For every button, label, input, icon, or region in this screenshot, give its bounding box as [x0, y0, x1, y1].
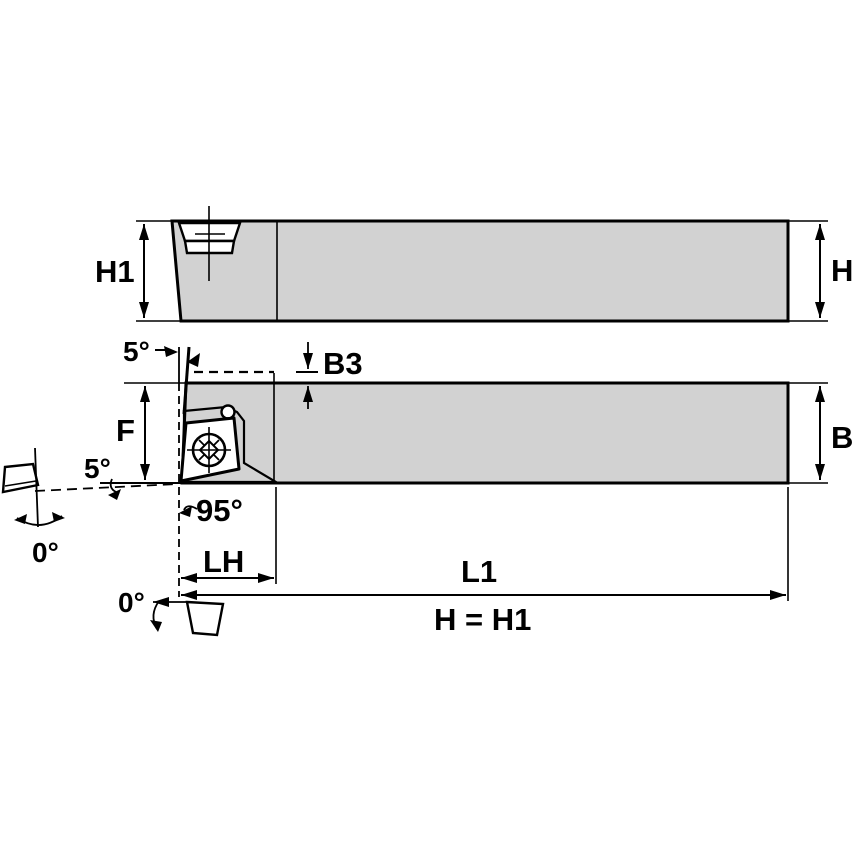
shank-side-view [170, 219, 790, 323]
label-b3: B3 [323, 346, 363, 381]
angle-arrowhead-right [164, 346, 178, 357]
label-inclination-front: 0° [32, 537, 59, 568]
lead-angle-leader-arc [183, 505, 198, 511]
label-b: B [831, 420, 853, 455]
clamp-screw-icon [187, 427, 231, 473]
insert-bottom-profile [185, 600, 225, 637]
label-lh: LH [203, 544, 244, 579]
head-front-edge [182, 346, 191, 415]
side-angle-dashed-line [34, 483, 179, 492]
inclination-bottom-arrowhead [150, 620, 162, 632]
pocket-corner-relief [220, 404, 236, 420]
label-f: F [116, 413, 135, 448]
side-angle-arrowhead [108, 489, 121, 500]
label-side-clearance-angle: 5° [84, 453, 111, 484]
lead-angle-arrowhead [179, 506, 192, 517]
plan-view: B3 5° F 5° 0° 95° LH L1 [1, 336, 853, 637]
label-l1: L1 [461, 554, 497, 589]
label-h1: H1 [95, 254, 135, 289]
angle-arrowhead-edge [187, 353, 200, 367]
label-h-equals-h1: H = H1 [434, 602, 531, 637]
label-inclination-bottom: 0° [118, 587, 145, 618]
side-angle-leader-arc [109, 478, 117, 493]
label-h: H [831, 253, 853, 288]
shank-plan-view [180, 381, 790, 485]
label-lead-angle: 95° [196, 493, 243, 528]
insert-front-profile [1, 447, 65, 528]
label-top-lean-angle: 5° [123, 336, 150, 367]
side-view: H1 H [95, 206, 853, 323]
